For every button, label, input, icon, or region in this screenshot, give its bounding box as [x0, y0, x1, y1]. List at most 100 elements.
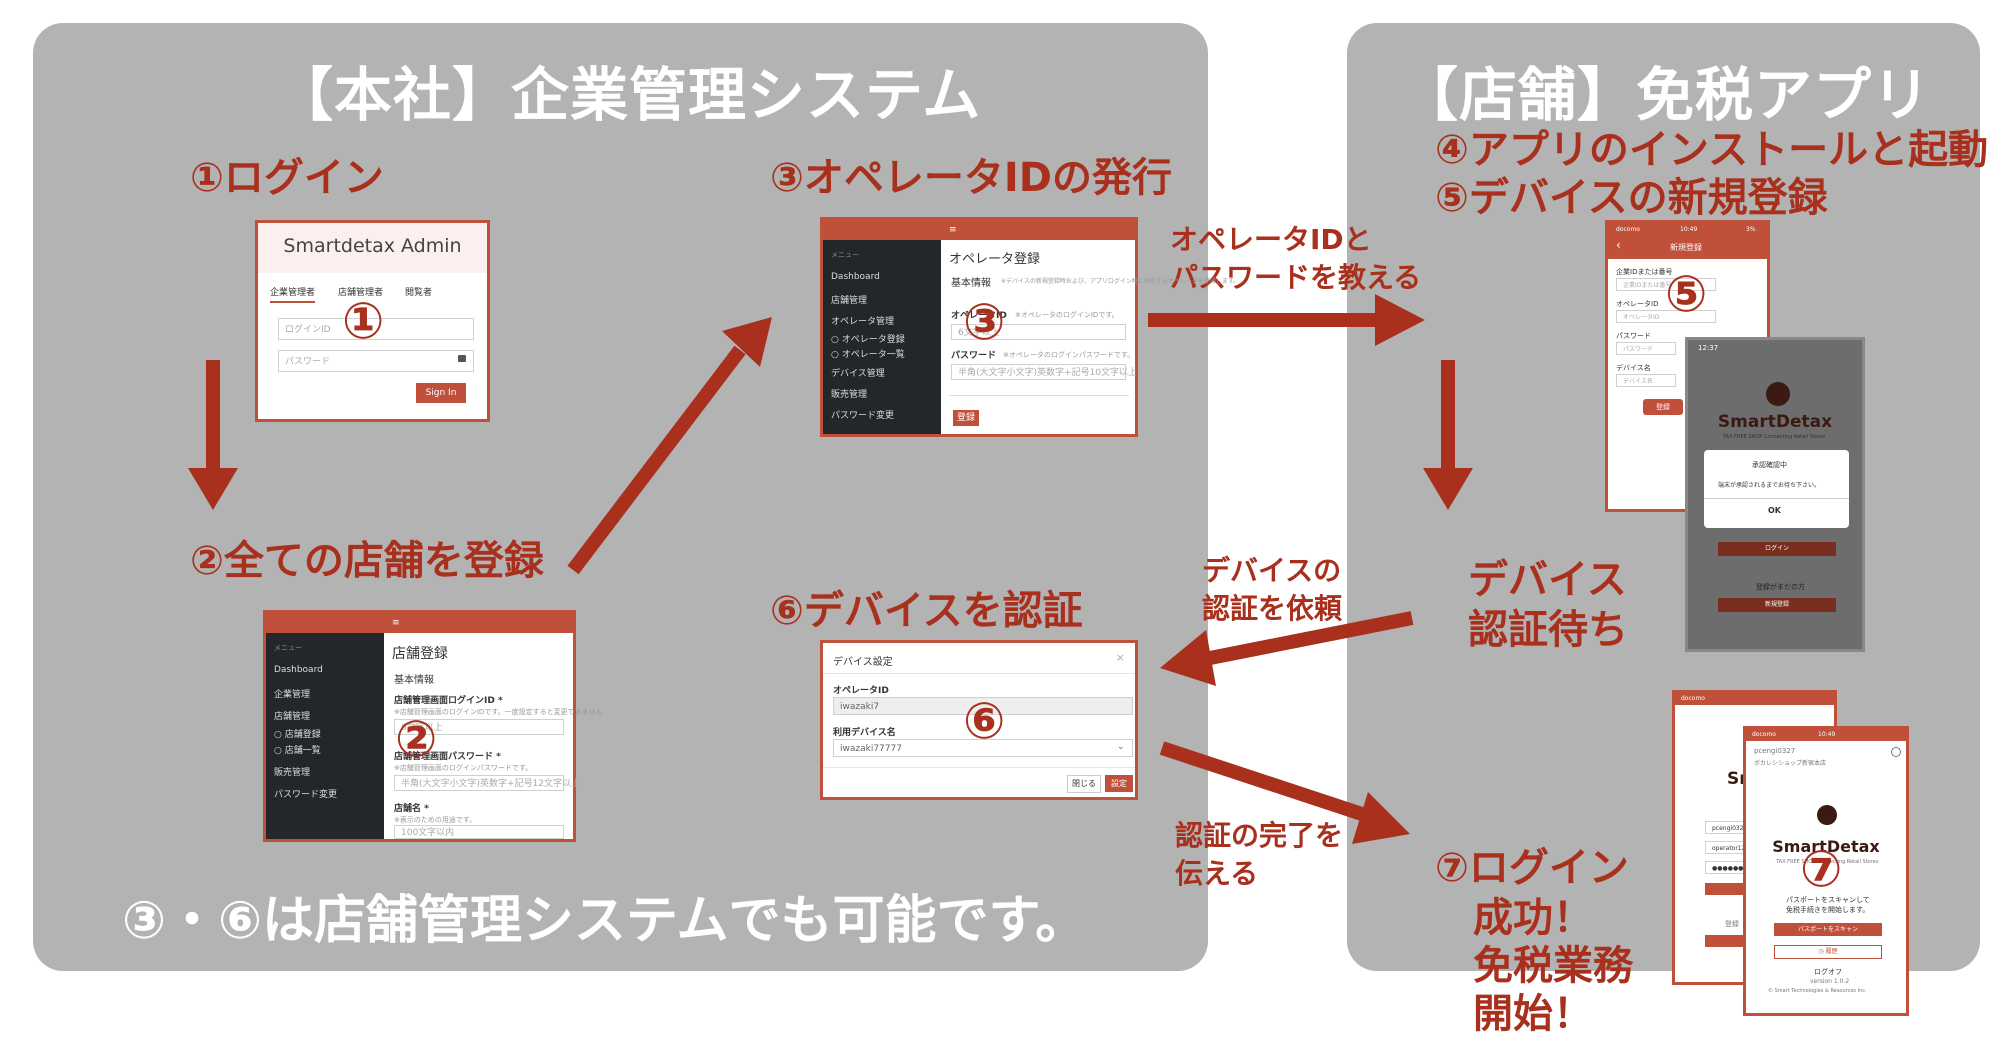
step-7-label-line3: 免税業務 — [1473, 943, 1633, 989]
device-set-button[interactable]: 設定 — [1105, 775, 1133, 792]
store-field1-label: 店舗管理画面ログインID * — [394, 696, 503, 706]
store-password-input[interactable]: 半角(大文字小文字)英数字+記号12文字以上 — [394, 775, 580, 791]
phone5a-battery: 3% — [1746, 226, 1756, 233]
store-side-sales[interactable]: 販売管理 — [274, 768, 311, 778]
device-footer-divider — [823, 767, 1135, 768]
phone7b-account-sub: ボカレシショップ新宿本店 — [1754, 760, 1827, 767]
step-7-label-line4: 開始！ — [1473, 991, 1593, 1037]
store-side-store-register[interactable]: ○ 店舗登録 — [274, 730, 321, 740]
operator-id-input[interactable]: 6文字以上 — [951, 324, 1126, 340]
store-side-password[interactable]: パスワード変更 — [274, 790, 338, 800]
operator-password-label: パスワード — [951, 351, 997, 361]
login-screenshot: Smartdetax Admin 企業管理者 店舗管理者 閲覧者 ログインID … — [255, 220, 490, 422]
phone7b-history-button[interactable]: ◷ 履歴 — [1774, 945, 1882, 959]
approval-dialog-body: 端末が承認されるまでお待ち下さい。 — [1718, 482, 1821, 489]
step-6-label: ⑥デバイスを認証 — [770, 588, 1083, 634]
step-7-label-line1: ⑦ログイン — [1435, 845, 1629, 891]
smartdetax-logo-icon — [1766, 382, 1790, 406]
phone5a-carrier: docomo — [1616, 226, 1640, 233]
store-side-dashboard[interactable]: Dashboard — [274, 665, 323, 675]
phone5a-f2-input[interactable]: オペレータID — [1616, 310, 1716, 323]
phone5a-f1-input[interactable]: 企業IDまたは番号 — [1616, 278, 1716, 291]
operator-side-store[interactable]: 店舗管理 — [831, 296, 868, 306]
phone5a-f2-label: オペレータID — [1616, 300, 1659, 308]
store-field2-label: 店舗管理画面パスワード * — [394, 752, 501, 762]
operator-submit-button[interactable]: 登録 — [953, 410, 979, 426]
operator-password-input[interactable]: 半角(大文字小文字)英数字+記号10文字以上 — [951, 364, 1137, 380]
step-5-label: ⑤デバイスの新規登録 — [1435, 175, 1828, 221]
sign-in-button[interactable]: Sign In — [416, 383, 466, 403]
device-dialog-close-icon[interactable]: × — [1115, 651, 1125, 664]
phone7b-logoff[interactable]: ログオフ — [1814, 968, 1842, 976]
device-operator-value: iwazaki7 — [833, 697, 1133, 715]
step-1-label: ①ログイン — [190, 155, 384, 201]
lock-icon — [458, 355, 466, 362]
store-side-company[interactable]: 企業管理 — [274, 690, 311, 700]
phone7a-header — [1675, 693, 1834, 705]
phone5a-f4-label: デバイス名 — [1616, 364, 1651, 372]
arrow-register-to-issue-head — [722, 317, 772, 367]
operator-page-title: オペレータ登録 — [949, 252, 1041, 267]
device-dialog-title: デバイス設定 — [833, 657, 893, 668]
login-tab-viewer[interactable]: 閲覧者 — [405, 288, 433, 298]
operator-id-label: オペレータID — [951, 311, 1007, 321]
smartdetax-logo-icon — [1817, 805, 1837, 825]
arrow-login-to-register-head — [188, 468, 238, 510]
operator-side-sales[interactable]: 販売管理 — [831, 390, 868, 400]
phone5a-time: 10:49 — [1680, 226, 1698, 233]
phone7b-message-line1: パスポートをスキャンして — [1786, 896, 1870, 904]
store-side-store-list[interactable]: ○ 店舗一覧 — [274, 746, 321, 756]
phone5b-login-button[interactable]: ログイン — [1718, 542, 1836, 556]
operator-side-password[interactable]: パスワード変更 — [831, 411, 895, 421]
device-close-button[interactable]: 閉じる — [1067, 775, 1101, 793]
arrow-auth-to-login-head — [1352, 792, 1410, 844]
device-settings-screenshot: デバイス設定 × オペレータID iwazaki7 利用デバイス名 iwazak… — [820, 640, 1138, 800]
store-field1-hint: ※店舗管理画面のログインIDです。一度設定すると変更できません — [394, 708, 603, 716]
device-dialog-divider — [823, 673, 1135, 674]
login-id-field[interactable]: ログインID — [278, 318, 474, 340]
phone5a-f3-input[interactable]: パスワード — [1616, 342, 1676, 355]
operator-side-dashboard[interactable]: Dashboard — [831, 272, 880, 282]
store-topbar — [266, 613, 573, 633]
operator-side-operator[interactable]: オペレータ管理 — [831, 317, 895, 327]
store-field2-hint: ※店舗管理画面のログインパスワードです。 — [394, 764, 533, 772]
phone5a-register-button[interactable]: 登録 — [1643, 399, 1683, 415]
phone5a-f1-label: 企業IDまたは番号 — [1616, 268, 1673, 276]
approval-dialog: 承認確認中 端末が承認されるまでお待ち下さい。 OK — [1704, 450, 1849, 528]
operator-topbar — [823, 220, 1135, 240]
login-password-field[interactable]: パスワード — [278, 350, 474, 372]
phone7b-version: version 1.0.2 — [1810, 978, 1850, 985]
store-panel-title: 【店舗】免税アプリ — [1400, 61, 1932, 129]
phone5a-f3-label: パスワード — [1616, 332, 1651, 340]
phone7b-time: 10:49 — [1818, 731, 1836, 738]
store-login-id-input[interactable]: 6文字以上 — [394, 719, 564, 735]
phone7a-partial-text: 登録 — [1725, 920, 1739, 928]
shot-number-3: ③ — [963, 293, 1006, 351]
approval-dialog-ok-button[interactable]: OK — [1768, 506, 1781, 515]
store-side-store[interactable]: 店舗管理 — [274, 712, 311, 722]
operator-side-operator-list[interactable]: ○ オペレータ一覧 — [831, 350, 905, 360]
settings-gear-icon[interactable] — [1891, 747, 1901, 757]
arrow-label-complete-line2: 伝える — [1175, 857, 1259, 890]
operator-register-screenshot: ≡ メニュー Dashboard 店舗管理 オペレータ管理 ○ オペレータ登録 … — [820, 217, 1239, 437]
phone7b-carrier: docomo — [1752, 731, 1776, 738]
store-page-title: 店舗登録 — [392, 646, 448, 662]
device-name-select[interactable]: iwazaki77777 — [833, 739, 1133, 757]
arrow-wait-to-auth-head — [1160, 630, 1216, 686]
arrow-label-request-line2: 認証を依頼 — [1202, 592, 1343, 625]
phone7b-account: pcengi0327 — [1754, 747, 1796, 755]
operator-side-device[interactable]: デバイス管理 — [831, 369, 885, 379]
phone5a-f4-input[interactable]: デバイス名 — [1616, 374, 1676, 387]
phone7b-message-line2: 免税手続きを開始します。 — [1786, 906, 1870, 914]
phone7b-scan-passport-button[interactable]: パスポートをスキャン — [1774, 923, 1882, 936]
login-tab-company[interactable]: 企業管理者 — [270, 285, 316, 303]
phone-logged-in: docomo 10:49 pcengi0327 ボカレシショップ新宿本店 Sma… — [1743, 726, 1909, 1016]
store-name-input[interactable]: 100文字以内 — [394, 825, 564, 839]
phone5b-new-register-button[interactable]: 新規登録 — [1718, 598, 1836, 612]
phone-approval-waiting: 12:37 SmartDetax TAX FREE SHOP Connectin… — [1685, 337, 1865, 652]
arrow-issue-to-app-head — [1375, 294, 1425, 346]
operator-side-operator-register[interactable]: ○ オペレータ登録 — [831, 335, 905, 345]
login-tab-store[interactable]: 店舗管理者 — [338, 288, 384, 298]
phone5a-header — [1608, 223, 1767, 259]
back-icon[interactable]: ‹ — [1616, 238, 1621, 252]
